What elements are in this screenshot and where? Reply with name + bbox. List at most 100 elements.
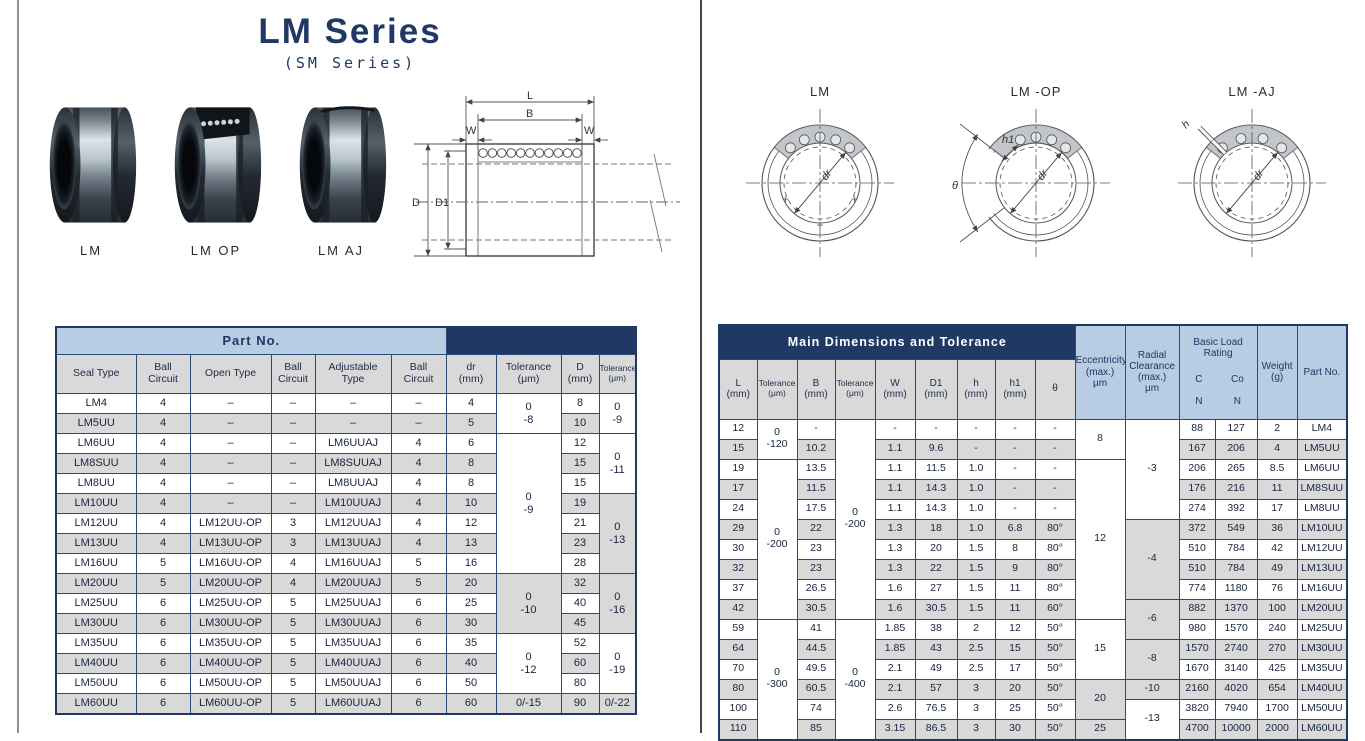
cell: 49 xyxy=(914,658,958,680)
cell: LM10UU xyxy=(55,493,137,514)
cell: – xyxy=(270,393,316,414)
diagram-title-lm-aj: LM -AJ xyxy=(1228,84,1276,99)
cell: 10 xyxy=(560,413,600,434)
cell: 100 xyxy=(1256,598,1298,620)
cell: 15 xyxy=(560,453,600,474)
cell: LM8UU xyxy=(55,473,137,494)
cell: - xyxy=(1034,478,1076,500)
header-part-no: Part No. xyxy=(1296,324,1348,420)
cell: 1.5 xyxy=(956,598,996,620)
cell: -3 xyxy=(1124,418,1180,520)
cell: 3 xyxy=(270,533,316,554)
cell: - xyxy=(994,478,1036,500)
cell: 12 xyxy=(560,433,600,454)
cell: 5 xyxy=(135,573,191,594)
cell: 15 xyxy=(560,473,600,494)
cell: - xyxy=(1034,438,1076,460)
cell: 0 -16 xyxy=(598,573,637,634)
cell: 176 xyxy=(1178,478,1216,500)
cell: 4 xyxy=(270,573,316,594)
cell: LM8UUAJ xyxy=(314,473,392,494)
cell: 6 xyxy=(135,593,191,614)
dim-label-w-right: W xyxy=(584,125,595,137)
cell: 25 xyxy=(445,593,497,614)
cell: 18 xyxy=(914,518,958,540)
cell: 0 -200 xyxy=(756,458,798,620)
cell: 23 xyxy=(796,558,836,580)
cell: - xyxy=(796,418,836,440)
cell: 85 xyxy=(796,718,836,740)
cell: LM35UU xyxy=(55,633,137,654)
blr-title: Basic Load Rating xyxy=(1193,337,1243,360)
cell: LM40UUAJ xyxy=(314,653,392,674)
cell: 5 xyxy=(270,593,316,614)
cell: 42 xyxy=(718,598,758,620)
cell: 3.15 xyxy=(874,718,916,740)
header-l: L (mm) xyxy=(718,358,758,420)
cell: 80° xyxy=(1034,538,1076,560)
cell: – xyxy=(314,413,392,434)
cell: 1.85 xyxy=(874,638,916,660)
cell: 4 xyxy=(135,493,191,514)
cell: – xyxy=(390,413,447,434)
cell: 8.5 xyxy=(1256,458,1298,480)
cell: 50° xyxy=(1034,698,1076,720)
header-h: h (mm) xyxy=(956,358,996,420)
diagram-lm-op: dr θ h1 xyxy=(950,109,1110,257)
cell: – xyxy=(270,433,316,454)
cell: 50° xyxy=(1034,718,1076,740)
header-theta: θ xyxy=(1034,358,1076,420)
header-adjustable-type: Adjustable Type xyxy=(314,354,392,394)
cell: 167 xyxy=(1178,438,1216,460)
cell: LM35UUAJ xyxy=(314,633,392,654)
cell: 6 xyxy=(390,593,447,614)
cell: 80° xyxy=(1034,558,1076,580)
cell: 0 -11 xyxy=(598,433,637,494)
cell: 425 xyxy=(1256,658,1298,680)
cell: 1.85 xyxy=(874,618,916,640)
cell: 0 -300 xyxy=(756,618,798,740)
diagram-lm-op-h1-label: h1 xyxy=(1002,134,1014,146)
photo-block-lm: LM xyxy=(32,94,150,258)
cell: 17.5 xyxy=(796,498,836,520)
cell: 3820 xyxy=(1178,698,1216,720)
cell: LM60UUAJ xyxy=(314,693,392,715)
header-dr: dr (mm) xyxy=(445,354,497,394)
cell: 60° xyxy=(1034,598,1076,620)
cell: 20 xyxy=(914,538,958,560)
cell: 19 xyxy=(718,458,758,480)
cell: 22 xyxy=(914,558,958,580)
cell: LM13UU xyxy=(1296,558,1348,580)
cell: 206 xyxy=(1178,458,1216,480)
cell: 40 xyxy=(560,593,600,614)
cell: – xyxy=(270,453,316,474)
cell: LM20UUAJ xyxy=(314,573,392,594)
cell: LM8UU xyxy=(1296,498,1348,520)
cell: - xyxy=(956,418,996,440)
cell: -10 xyxy=(1124,678,1180,700)
cell: LM25UU xyxy=(55,593,137,614)
dim-label-l: L xyxy=(527,90,533,102)
part-no-table: Part No. Seal Type Ball Circuit Open Typ… xyxy=(55,326,637,715)
cell: 4 xyxy=(135,453,191,474)
cell: 12 xyxy=(445,513,497,534)
cell: 510 xyxy=(1178,538,1216,560)
photo-label-lm: LM xyxy=(79,243,103,258)
cell: 2000 xyxy=(1256,718,1298,740)
cell: 3 xyxy=(956,678,996,700)
cell: 50 xyxy=(445,673,497,694)
cell: 9.6 xyxy=(914,438,958,460)
dim-label-d1: D1 xyxy=(435,197,449,209)
cell: 3140 xyxy=(1214,658,1258,680)
diagram-title-lm: LM xyxy=(809,84,831,99)
cell: 11.5 xyxy=(796,478,836,500)
table-title-row: Main Dimensions and Tolerance Eccentrici… xyxy=(718,324,1348,420)
cell: 392 xyxy=(1214,498,1258,520)
